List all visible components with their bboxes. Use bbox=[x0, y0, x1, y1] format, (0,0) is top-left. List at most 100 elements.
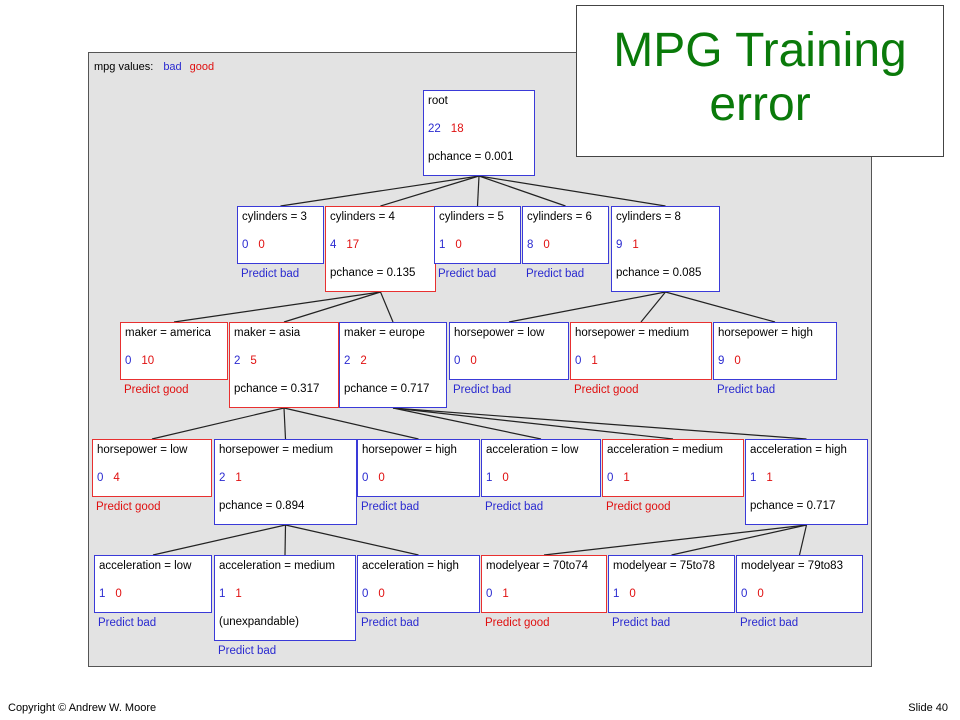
count-bad: 0 bbox=[575, 355, 582, 367]
node-prediction-cyl5: Predict bad bbox=[438, 268, 497, 280]
node-label: modelyear = 70to74 bbox=[486, 560, 588, 572]
count-good: 0 bbox=[378, 588, 385, 600]
node-label: cylinders = 8 bbox=[616, 211, 681, 223]
edge-ache-my70 bbox=[543, 524, 807, 556]
edge-root-cyl6 bbox=[478, 175, 566, 207]
count-bad: 1 bbox=[750, 472, 757, 484]
count-good: 1 bbox=[502, 588, 509, 600]
edge-cyl8-hpl8 bbox=[508, 291, 666, 323]
edge-root-cyl4 bbox=[380, 175, 480, 207]
node-prediction-mam: Predict good bbox=[124, 384, 189, 396]
edge-root-cyl8 bbox=[478, 175, 666, 207]
footer-copyright: Copyright © Andrew W. Moore bbox=[8, 702, 157, 714]
edge-root-cyl3 bbox=[280, 175, 480, 207]
slide-title-box: MPG Training error bbox=[576, 5, 944, 157]
node-pchance: (unexpandable) bbox=[219, 616, 299, 628]
node-label: horsepower = high bbox=[362, 444, 457, 456]
node-label: maker = europe bbox=[344, 327, 425, 339]
node-label: horsepower = low bbox=[97, 444, 188, 456]
count-good: 0 bbox=[757, 588, 764, 600]
edge-cyl4-mas bbox=[283, 291, 381, 323]
count-good: 0 bbox=[470, 355, 477, 367]
node-prediction-hpla: Predict good bbox=[96, 501, 161, 513]
node-pchance: pchance = 0.085 bbox=[616, 267, 702, 279]
node-prediction-acle: Predict bad bbox=[485, 501, 544, 513]
edge-cyl8-hph8 bbox=[665, 291, 776, 323]
node-label: acceleration = low bbox=[486, 444, 579, 456]
count-good: 0 bbox=[115, 588, 122, 600]
count-good: 0 bbox=[455, 239, 462, 251]
count-good: 1 bbox=[632, 239, 639, 251]
count-bad: 0 bbox=[242, 239, 249, 251]
count-bad: 0 bbox=[454, 355, 461, 367]
count-bad: 0 bbox=[486, 588, 493, 600]
edge-ache-my79 bbox=[798, 524, 808, 556]
node-prediction-cyl6: Predict bad bbox=[526, 268, 585, 280]
node-label: horsepower = high bbox=[718, 327, 813, 339]
edge-meu-ache bbox=[392, 407, 807, 440]
node-prediction-acl2: Predict bad bbox=[98, 617, 157, 629]
legend-good: good bbox=[189, 61, 215, 73]
count-good: 1 bbox=[766, 472, 773, 484]
edge-mas-hpha bbox=[283, 407, 419, 440]
count-good: 1 bbox=[591, 355, 598, 367]
node-label: root bbox=[428, 95, 448, 107]
count-bad: 9 bbox=[718, 355, 725, 367]
count-bad: 0 bbox=[741, 588, 748, 600]
node-label: maker = america bbox=[125, 327, 211, 339]
node-label: maker = asia bbox=[234, 327, 301, 339]
count-good: 1 bbox=[235, 588, 242, 600]
node-pchance: pchance = 0.135 bbox=[330, 267, 416, 279]
edge-cyl4-meu bbox=[379, 291, 394, 323]
node-pchance: pchance = 0.894 bbox=[219, 500, 305, 512]
node-label: horsepower = low bbox=[454, 327, 545, 339]
count-bad: 0 bbox=[607, 472, 614, 484]
node-label: modelyear = 79to83 bbox=[741, 560, 843, 572]
node-pchance: pchance = 0.717 bbox=[344, 383, 430, 395]
count-good: 4 bbox=[113, 472, 120, 484]
edge-cyl8-hpm8 bbox=[640, 291, 666, 323]
node-prediction-my75: Predict bad bbox=[612, 617, 671, 629]
node-pchance: pchance = 0.001 bbox=[428, 151, 514, 163]
edge-mas-hpla bbox=[151, 407, 285, 440]
